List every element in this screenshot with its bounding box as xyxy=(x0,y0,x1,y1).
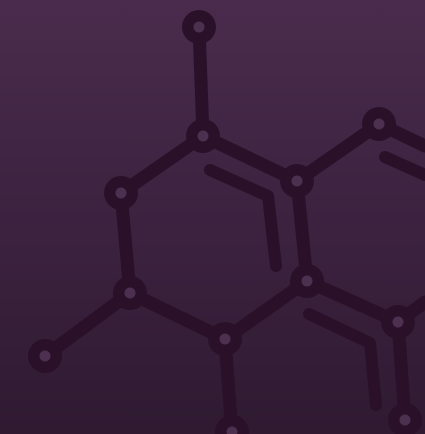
atom-center xyxy=(226,426,238,434)
bond xyxy=(123,286,232,346)
atom-center xyxy=(301,275,313,287)
atom-center xyxy=(373,118,385,130)
bond xyxy=(38,286,137,363)
atom-center xyxy=(115,187,127,199)
bond xyxy=(192,20,210,143)
atom-center xyxy=(291,175,303,187)
atom-center xyxy=(197,130,209,142)
atom-center xyxy=(392,316,404,328)
molecule-atoms xyxy=(28,10,422,434)
atom-center xyxy=(219,333,231,345)
double-bond xyxy=(204,164,282,272)
double-bond xyxy=(379,151,425,181)
atom-center xyxy=(193,21,205,33)
double-bond xyxy=(303,308,382,411)
bond xyxy=(196,129,304,188)
atom-center xyxy=(39,350,51,362)
atom-center xyxy=(124,287,136,299)
atom-node xyxy=(215,415,249,434)
atom-center xyxy=(399,414,411,426)
